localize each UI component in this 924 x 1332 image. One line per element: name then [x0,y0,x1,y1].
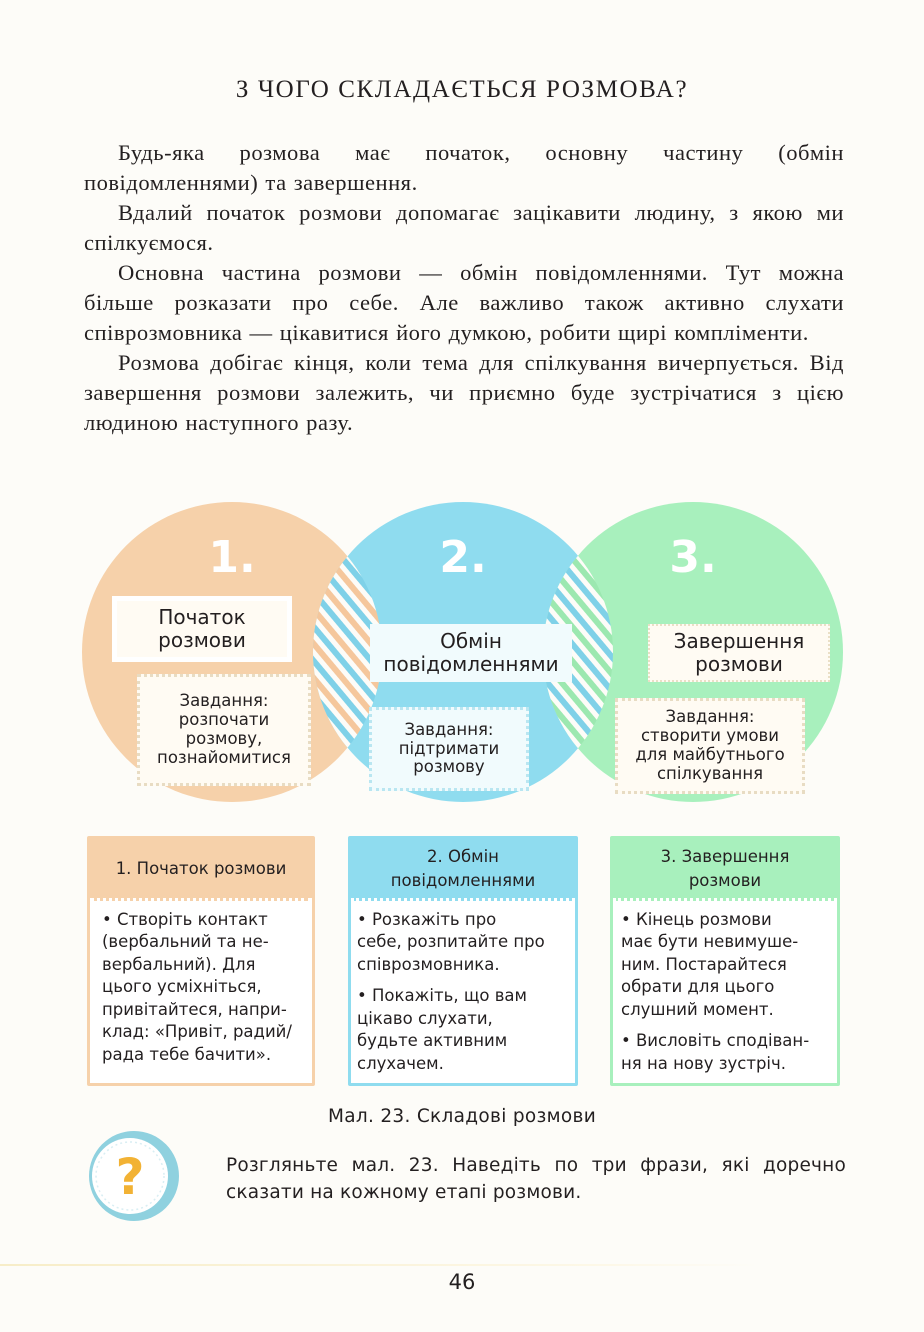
figure-caption: Мал. 23. Складові розмови [327,1106,597,1127]
bullet: • Створіть контакт (вербальний та не- ве… [102,910,292,1064]
stage-number-1: 1. [208,532,255,583]
bullet: • Покажіть, що вам цікаво слухати, будьт… [357,986,527,1073]
question-icon: ? [89,1131,179,1221]
bullet: • Висловіть сподіван- ня на нову зустріч… [621,1031,810,1073]
bullet: • Розкажіть про себе, розпитайте про спі… [357,910,545,974]
stage-number-2: 2. [439,532,486,583]
column-body: • Розкажіть про себе, розпитайте про спі… [351,901,575,1075]
paragraph-1: Будь-яка розмова має початок, основну ча… [84,140,844,195]
paragraph-4: Розмова добігає кінця, коли тема для спі… [84,350,844,435]
bullet: • Кінець розмови має бути невимуше- ним.… [621,910,799,1019]
column-body: • Створіть контакт (вербальний та не- ве… [90,901,312,1066]
intro-text: Будь-яка розмова має початок, основну ча… [84,138,844,438]
stage-number-3: 3. [669,532,716,583]
column-body: • Кінець розмови має бути невимуше- ним.… [613,901,837,1075]
footer-divider [0,1264,760,1266]
page-title: З ЧОГО СКЛАДАЄТЬСЯ РОЗМОВА? [235,76,689,103]
paragraph-3: Основна частина розмови — обмін повідомл… [84,260,844,345]
page-number: 46 [448,1270,476,1294]
question-mark: ? [115,1148,144,1206]
column-head: 1. Початок розмови [90,839,312,901]
question-text: Розгляньте мал. 23. Наведіть по три фраз… [226,1155,846,1203]
column-start: 1. Початок розмови • Створіть контакт (в… [87,836,315,1086]
paragraph-2: Вдалий початок розмови допомагає зацікав… [84,200,844,255]
